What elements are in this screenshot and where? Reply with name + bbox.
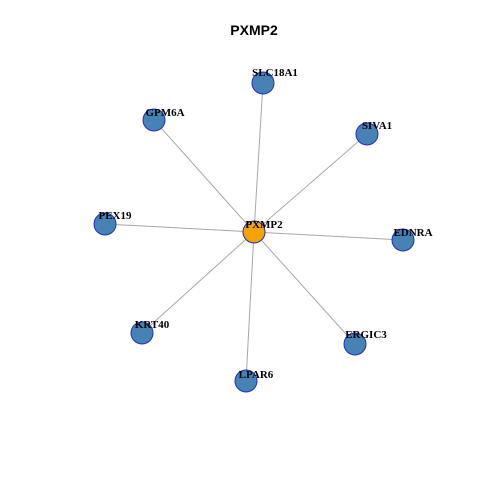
label-krt40: KRT40: [135, 319, 170, 331]
node-siva1[interactable]: [355, 122, 379, 146]
label-ednra: EDNRA: [393, 227, 432, 239]
node-labels: SLC18A1 GPM6A SIVA1 PEX19 PXMP2 EDNRA KR…: [99, 67, 433, 381]
label-pex19: PEX19: [99, 210, 133, 222]
edge-pxmp2-lpar6: [245, 231, 255, 382]
label-lpar6: LPAR6: [239, 369, 274, 381]
label-slc18a1: SLC18A1: [252, 67, 298, 79]
label-gpm6a: GPM6A: [145, 107, 184, 119]
node-pex19[interactable]: [93, 212, 117, 236]
node-slc18a1[interactable]: [251, 71, 275, 95]
label-ergic3: ERGIC3: [345, 329, 387, 341]
nodes: [93, 71, 415, 393]
label-pxmp2: PXMP2: [245, 219, 283, 231]
edge-pxmp2-gpm6a: [153, 119, 255, 233]
node-ednra[interactable]: [391, 228, 415, 252]
edges: [104, 82, 404, 382]
edge-pxmp2-slc18a1: [253, 82, 264, 233]
node-pxmp2[interactable]: [242, 220, 266, 244]
edge-pxmp2-ednra: [253, 231, 404, 241]
edge-pxmp2-krt40: [141, 231, 255, 334]
edge-pxmp2-siva1: [253, 133, 368, 233]
edge-pxmp2-ergic3: [253, 231, 356, 345]
graph-title: PXMP2: [230, 22, 278, 38]
node-gpm6a[interactable]: [142, 108, 166, 132]
edge-pxmp2-pex19: [104, 223, 255, 233]
node-ergic3[interactable]: [343, 332, 367, 356]
label-siva1: SIVA1: [362, 120, 392, 132]
node-krt40[interactable]: [130, 321, 154, 345]
node-lpar6[interactable]: [234, 369, 258, 393]
